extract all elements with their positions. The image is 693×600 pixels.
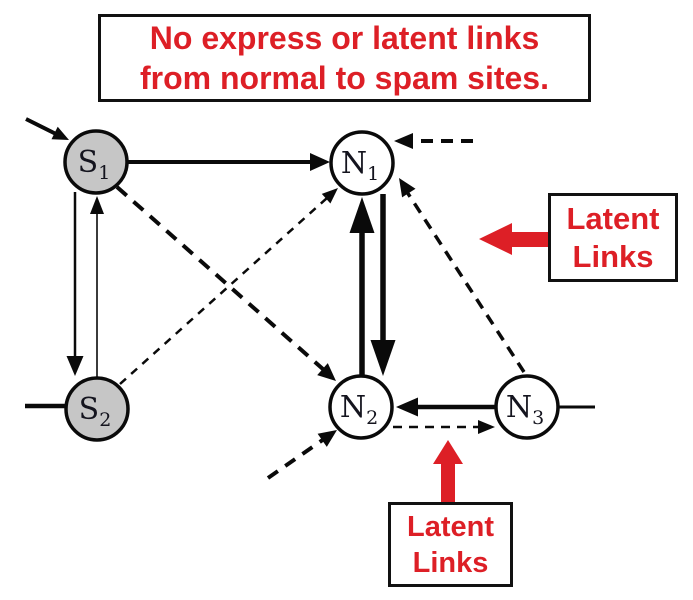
node-n2-label: N2 [340, 390, 378, 429]
edge-external-to-s1 [25, 117, 69, 140]
latent-links-right-arrow [479, 223, 548, 255]
node-n2-circle [328, 374, 394, 440]
latent-right-line-2: Links [572, 238, 654, 274]
latent-bottom-line-1: Latent [407, 510, 494, 543]
node-s2-circle [64, 376, 130, 442]
edge-s2-to-s1 [90, 196, 104, 378]
node-s1-label: S1 [78, 145, 111, 184]
edge-external-to-n1-latent [394, 133, 473, 149]
node-s2-label: S2 [79, 392, 112, 431]
node-n2: N2 [328, 374, 394, 440]
edge-s1-to-n2-latent [115, 185, 336, 381]
node-n3-label: N3 [506, 390, 544, 429]
edge-s1-to-s2 [66, 192, 84, 376]
title-callout: No express or latent links from normal t… [98, 14, 591, 102]
edge-n1-to-n2 [370, 194, 396, 376]
node-s1-circle [63, 129, 129, 195]
node-n1: N1 [329, 130, 395, 196]
node-s2: S2 [64, 376, 130, 442]
node-n1-circle [329, 130, 395, 196]
edge-n2-to-n3-latent [393, 420, 495, 434]
node-n1-label: N1 [341, 146, 379, 185]
node-n3: N3 [494, 374, 560, 440]
latent-links-right-callout: Latent Links [548, 193, 678, 282]
title-line-2: from normal to spam sites. [140, 60, 549, 96]
edge-s2-to-n1-latent [119, 188, 338, 385]
latent-bottom-line-2: Links [412, 546, 489, 579]
latent-links-bottom-arrow [433, 440, 463, 502]
title-line-1: No express or latent links [149, 20, 540, 56]
edge-external-to-n2-latent [266, 430, 337, 480]
node-s1: S1 [63, 129, 129, 195]
edge-s1-to-n1 [128, 153, 330, 171]
edge-n2-to-n1 [349, 197, 375, 376]
node-n3-circle [494, 374, 560, 440]
edge-n3-to-n1-latent [399, 178, 526, 373]
latent-right-line-1: Latent [566, 200, 660, 236]
edge-n3-to-n2 [396, 397, 496, 417]
latent-links-bottom-callout: Latent Links [388, 502, 513, 587]
